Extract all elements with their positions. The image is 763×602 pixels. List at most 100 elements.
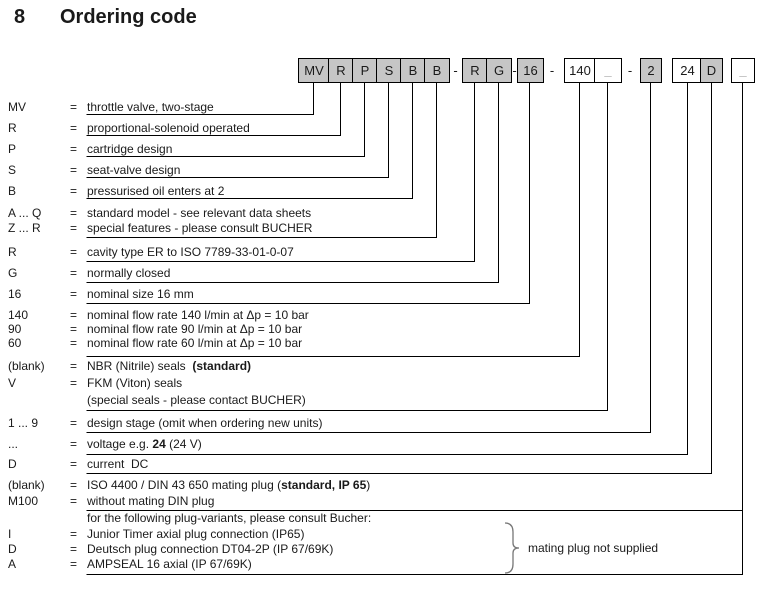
legend-row-m100: M100=without mating DIN plug bbox=[8, 494, 214, 508]
row-description: FKM (Viton) seals bbox=[87, 376, 183, 390]
row-description: Deutsch plug connection DT04-2P (IP 67/6… bbox=[87, 542, 334, 556]
row-code: A ... Q bbox=[8, 206, 42, 220]
row-code: 90 bbox=[8, 322, 22, 336]
row-code: B bbox=[8, 184, 17, 198]
equals-sign: = bbox=[70, 376, 78, 390]
code-box-d: D bbox=[700, 58, 723, 83]
equals-sign: = bbox=[70, 527, 78, 541]
code-box-16: 16 bbox=[517, 58, 544, 83]
row-code: D bbox=[8, 542, 17, 556]
legend-row-s: S = seat-valve design bbox=[8, 163, 180, 177]
row-code: I bbox=[8, 527, 12, 541]
row-description: nominal flow rate 90 l/min at Δp = 10 ba… bbox=[87, 322, 303, 336]
code-separator: - bbox=[549, 63, 555, 78]
legend-row-deutsch: D = Deutsch plug connection DT04-2P (IP 67… bbox=[8, 542, 333, 556]
code-box-p: P bbox=[352, 58, 378, 83]
code-box-s: S bbox=[376, 58, 402, 83]
legend-row-b1: B = pressurised oil enters at 2 bbox=[8, 184, 224, 198]
legend-row-junior-timer: I=Junior Timer axial plug connection (IP… bbox=[8, 527, 304, 541]
row-code: S bbox=[8, 163, 17, 177]
legend-row-voltage: ... = voltage e.g. 24 (24 V) bbox=[8, 437, 202, 451]
equals-sign: = bbox=[70, 163, 78, 177]
equals-sign: = bbox=[70, 478, 78, 492]
row-description: voltage e.g. 24 (24 V) bbox=[87, 437, 202, 451]
legend-row-mv: MV = throttle valve, two-stage bbox=[8, 100, 214, 114]
code-box-2: 2 bbox=[640, 58, 662, 83]
equals-sign: = bbox=[70, 121, 78, 135]
legend-row-fkm: V = FKM (Viton) seals bbox=[8, 376, 182, 390]
row-code: V bbox=[8, 376, 17, 390]
row-code: R bbox=[8, 121, 17, 135]
legend-row-g: G=normally closed bbox=[8, 266, 170, 280]
legend-row-90: 90 = nominal flow rate 90 l/min at Δp = 10… bbox=[8, 322, 302, 336]
row-code: (blank) bbox=[8, 359, 45, 373]
connector-line-d bbox=[86, 83, 712, 474]
row-description: AMPSEAL 16 axial (IP 67/69K) bbox=[87, 557, 252, 571]
row-code: (blank) bbox=[8, 478, 45, 492]
row-description: ISO 4400 / DIN 43 650 mating plug (stand… bbox=[87, 478, 371, 492]
row-code: MV bbox=[8, 100, 26, 114]
equals-sign: = bbox=[70, 142, 78, 156]
equals-sign: = bbox=[70, 221, 78, 235]
row-description: seat-valve design bbox=[87, 163, 181, 177]
equals-sign: = bbox=[70, 245, 78, 259]
equals-sign: = bbox=[70, 184, 78, 198]
legend-row-design-stage: 1 ... 9=design stage (omit when ordering… bbox=[8, 416, 322, 430]
code-box-24: 24 bbox=[672, 58, 703, 83]
bracket-note: mating plug not supplied bbox=[528, 541, 659, 555]
code-separator: - bbox=[627, 63, 633, 78]
row-code: 60 bbox=[8, 336, 22, 350]
legend-row-nbr: (blank) = NBR (Nitrile) seals (standard) bbox=[8, 359, 251, 373]
equals-sign: = bbox=[70, 437, 78, 451]
equals-sign: = bbox=[70, 206, 78, 220]
row-description: proportional-solenoid operated bbox=[87, 121, 250, 135]
legend-row-special-seals: (special seals - please contact BUCHER) bbox=[8, 393, 306, 407]
row-description: special features - please consult BUCHER bbox=[87, 221, 313, 235]
row-description: nominal flow rate 140 l/min at Δp = 10 b… bbox=[87, 308, 309, 322]
legend-row-zr: Z ... R = special features - please consul… bbox=[8, 221, 312, 235]
row-code: M100 bbox=[8, 494, 39, 508]
row-description: pressurised oil enters at 2 bbox=[87, 184, 225, 198]
row-description: standard model - see relevant data sheet… bbox=[87, 206, 312, 220]
code-box-mv: MV bbox=[298, 58, 330, 83]
code-box-r1: R bbox=[328, 58, 354, 83]
row-description: nominal size 16 mm bbox=[87, 287, 194, 301]
row-description: cartridge design bbox=[87, 142, 173, 156]
row-code: R bbox=[8, 245, 17, 259]
legend-row-plug-variants-note: for the following plug-variants, please … bbox=[8, 511, 371, 525]
code-box-140: 140 bbox=[564, 58, 596, 83]
row-description: throttle valve, two-stage bbox=[87, 100, 214, 114]
row-description: NBR (Nitrile) seals (standard) bbox=[87, 359, 252, 373]
code-box-g: G bbox=[486, 58, 512, 83]
row-description: for the following plug-variants, please … bbox=[87, 511, 372, 525]
row-description: nominal flow rate 60 l/min at Δp = 10 ba… bbox=[87, 336, 303, 350]
row-code: G bbox=[8, 266, 18, 280]
row-code: Z ... R bbox=[8, 221, 41, 235]
row-description: without mating DIN plug bbox=[87, 494, 215, 508]
legend-row-p: P = cartridge design bbox=[8, 142, 172, 156]
legend-row-60: 60=nominal flow rate 60 l/min at Δp = 10… bbox=[8, 336, 302, 350]
row-code: 140 bbox=[8, 308, 29, 322]
legend-row-iso-plug: (blank) = ISO 4400 / DIN 43 650 mating plu… bbox=[8, 478, 370, 492]
legend-row-ampseal: A=AMPSEAL 16 axial (IP 67/69K) bbox=[8, 557, 252, 571]
row-description: cavity type ER to ISO 7789-33-01-0-07 bbox=[87, 245, 294, 259]
code-box-seals-placeholder: _ bbox=[594, 58, 622, 83]
code-box-b2: B bbox=[424, 58, 450, 83]
row-code: A bbox=[8, 557, 17, 571]
legend-row-140: 140=nominal flow rate 140 l/min at Δp = … bbox=[8, 308, 309, 322]
legend-row-r1: R = proportional-solenoid operated bbox=[8, 121, 250, 135]
row-code: 1 ... 9 bbox=[8, 416, 39, 430]
equals-sign: = bbox=[70, 416, 78, 430]
equals-sign: = bbox=[70, 359, 78, 373]
row-code: D bbox=[8, 457, 17, 471]
equals-sign: = bbox=[70, 100, 78, 114]
page-title: Ordering code bbox=[60, 6, 197, 28]
row-code: P bbox=[8, 142, 17, 156]
legend-row-current: D=current DC bbox=[8, 457, 148, 471]
code-separator: - bbox=[453, 63, 458, 78]
equals-sign: = bbox=[70, 542, 78, 556]
code-separator: - bbox=[512, 63, 517, 78]
equals-sign: = bbox=[70, 322, 78, 336]
row-code: ... bbox=[8, 437, 19, 451]
